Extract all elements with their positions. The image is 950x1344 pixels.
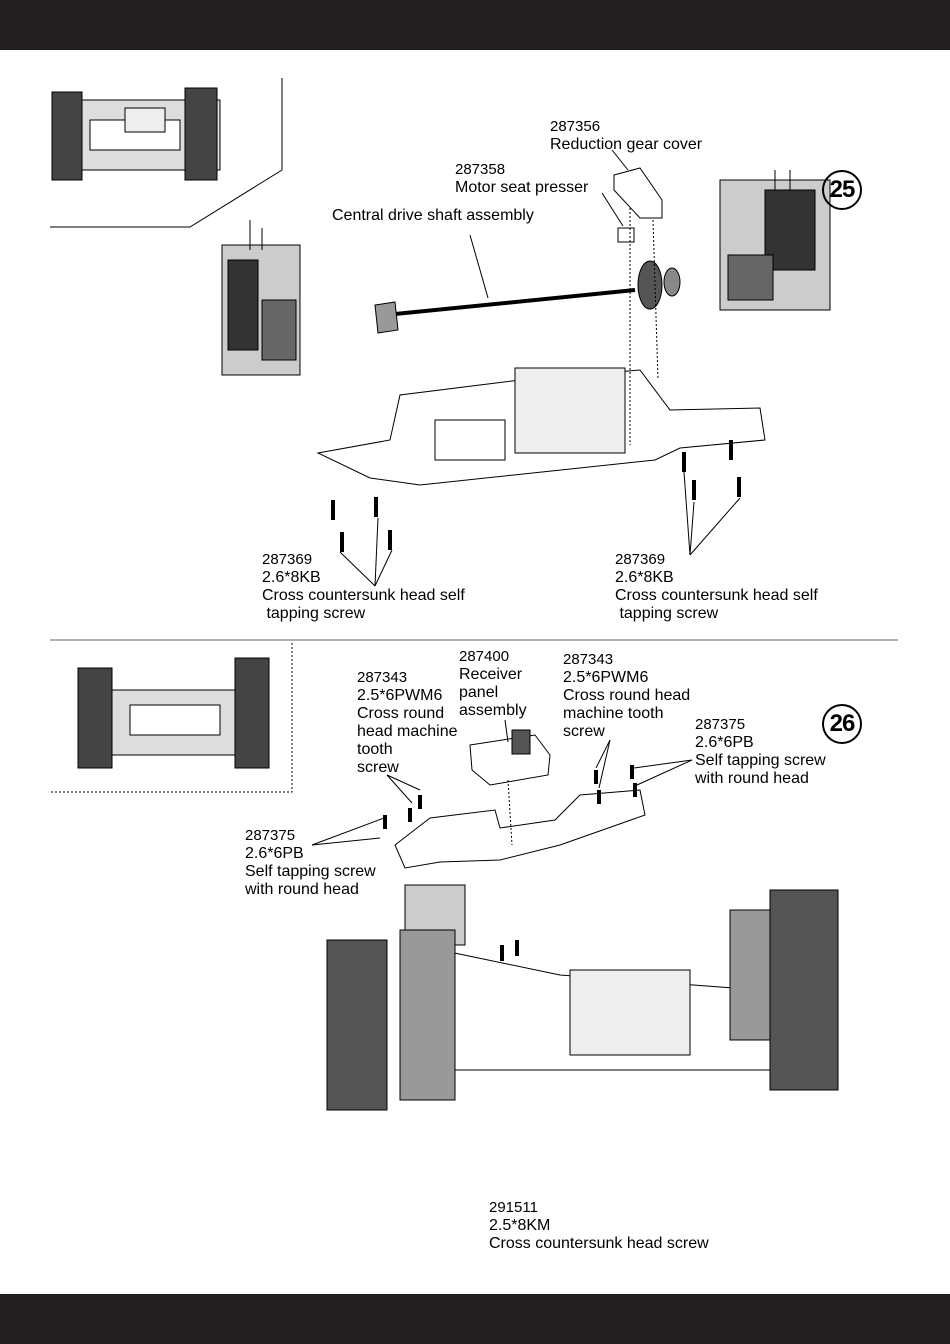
motor-seat-presser-label: 287358 Motor seat presser [455, 161, 589, 196]
step-25-inset-frame [50, 78, 283, 228]
central-drive-shaft-label: Central drive shaft assembly [332, 207, 534, 224]
reduction-gear-cover-label: 287356 Reduction gear cover [550, 118, 703, 153]
step-25-badge: 25 [822, 170, 862, 210]
screw-left-label: 287369 2.6*8KB Cross countersunk head se… [262, 551, 465, 622]
step-25-screws [331, 440, 741, 552]
motor-seat-presser-part [617, 227, 635, 243]
step-26-screws [383, 765, 637, 961]
machine-screw-right-label: 287343 2.5*6PWM6 Cross round head machin… [563, 651, 691, 740]
step-26-badge: 26 [822, 704, 862, 744]
central-drive-shaft-part [374, 260, 681, 334]
top-header-band [0, 0, 950, 50]
step-25-leader-lines [339, 149, 741, 587]
step-26-inset-frame [50, 643, 293, 793]
machine-screw-left-label: 287343 2.5*6PWM6 Cross round head machin… [357, 669, 458, 776]
bottom-footer-band [0, 1294, 950, 1344]
countersunk-bottom-label: 291511 2.5*8KM Cross countersunk head sc… [489, 1199, 709, 1252]
self-tap-right-label: 287375 2.6*6PB Self tapping screw with r… [695, 716, 826, 787]
receiver-panel-label: 287400 Receiver panel assembly [459, 648, 527, 719]
screw-right-label: 287369 2.6*8KB Cross countersunk head se… [615, 551, 818, 622]
receiver-panel-part [469, 729, 551, 786]
front-suspension-left [221, 220, 301, 376]
reduction-gear-cover-part [613, 167, 663, 219]
step-26-leader-lines [311, 719, 693, 846]
rear-suspension-right [719, 170, 831, 311]
self-tap-left-label: 287375 2.6*6PB Self tapping screw with r… [245, 827, 376, 898]
step-26-chassis [326, 889, 839, 1111]
step-26-inset-chassis [77, 657, 270, 769]
servo-plate-part [394, 789, 646, 869]
step-25-chassis [316, 367, 766, 486]
step-25-inset-chassis [51, 87, 221, 181]
